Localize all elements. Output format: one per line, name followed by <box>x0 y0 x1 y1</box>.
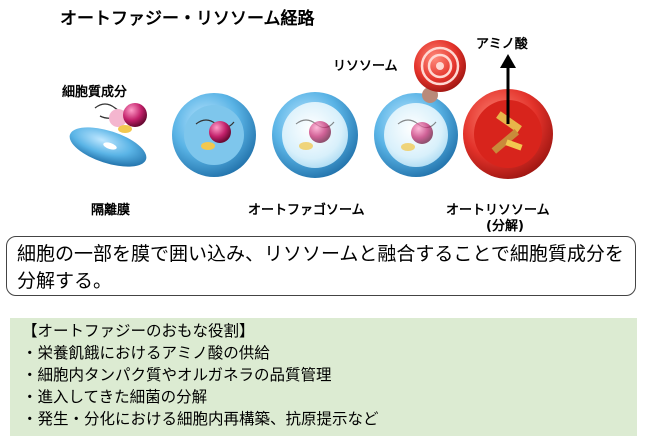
label-lysosome: リソソーム <box>333 59 398 74</box>
label-autolysosome-sub: (分解) <box>486 218 524 234</box>
list-item: ・栄養飢餓におけるアミノ酸の供給 <box>22 344 270 362</box>
degraded-fragment <box>505 139 523 151</box>
autophagosome <box>272 92 358 178</box>
list-item: ・進入してきた細菌の分解 <box>22 388 208 406</box>
roles-list: ・栄養飢餓におけるアミノ酸の供給 ・細胞内タンパク質やオルガネラの品質管理 ・進… <box>22 342 625 430</box>
cargo-pink-blob <box>109 109 127 127</box>
label-cell-components: 細胞質成分 <box>62 84 127 100</box>
cargo-magenta-sphere <box>123 103 147 127</box>
lysosome <box>414 40 466 92</box>
summary-box: 細胞の一部を膜で囲い込み、リソソームと融合することで細胞質成分を分解する。 <box>6 236 636 296</box>
cargo-yellow-particle <box>118 125 132 133</box>
label-isolation-membrane: 隔離膜 <box>91 202 130 218</box>
autophagy-diagram: オートファジー・リソソーム経路 細胞質成分 隔離膜 オートファゴソーム <box>60 8 553 234</box>
autolysosome-lumen <box>474 100 542 168</box>
label-autophagosome: オートファゴソーム <box>248 202 365 218</box>
isolation-membrane-stage <box>69 103 147 167</box>
diagram-title: オートファジー・リソソーム経路 <box>60 8 315 29</box>
cargo-magenta-sphere <box>309 121 331 143</box>
cargo-magenta-sphere <box>411 122 433 144</box>
list-item: ・発生・分化における細胞内再構築、抗原提示など <box>22 410 379 428</box>
degraded-fragment <box>491 129 520 154</box>
amino-acid-arrow-head <box>500 54 516 68</box>
fusion-stage <box>374 40 466 177</box>
membrane-hole <box>103 142 117 150</box>
list-item: ・細胞内タンパク質やオルガネラの品質管理 <box>22 366 332 384</box>
closing-membrane-stage <box>172 93 256 177</box>
label-amino-acid: アミノ酸 <box>476 36 529 52</box>
summary-text: 細胞の一部を膜で囲い込み、リソソームと融合することで細胞質成分を分解する。 <box>17 243 624 292</box>
cargo-magenta-sphere <box>209 121 231 143</box>
cargo-yellow-particle <box>299 142 313 150</box>
roles-box: 【オートファジーのおもな役割】 ・栄養飢餓におけるアミノ酸の供給 ・細胞内タンパ… <box>10 318 637 436</box>
cargo-yellow-particle <box>401 143 415 151</box>
autolysosome <box>463 89 553 179</box>
cargo-yellow-particle <box>201 142 215 150</box>
label-autolysosome: オートリソソーム <box>446 203 550 218</box>
roles-heading: 【オートファジーのおもな役割】 <box>22 322 255 340</box>
